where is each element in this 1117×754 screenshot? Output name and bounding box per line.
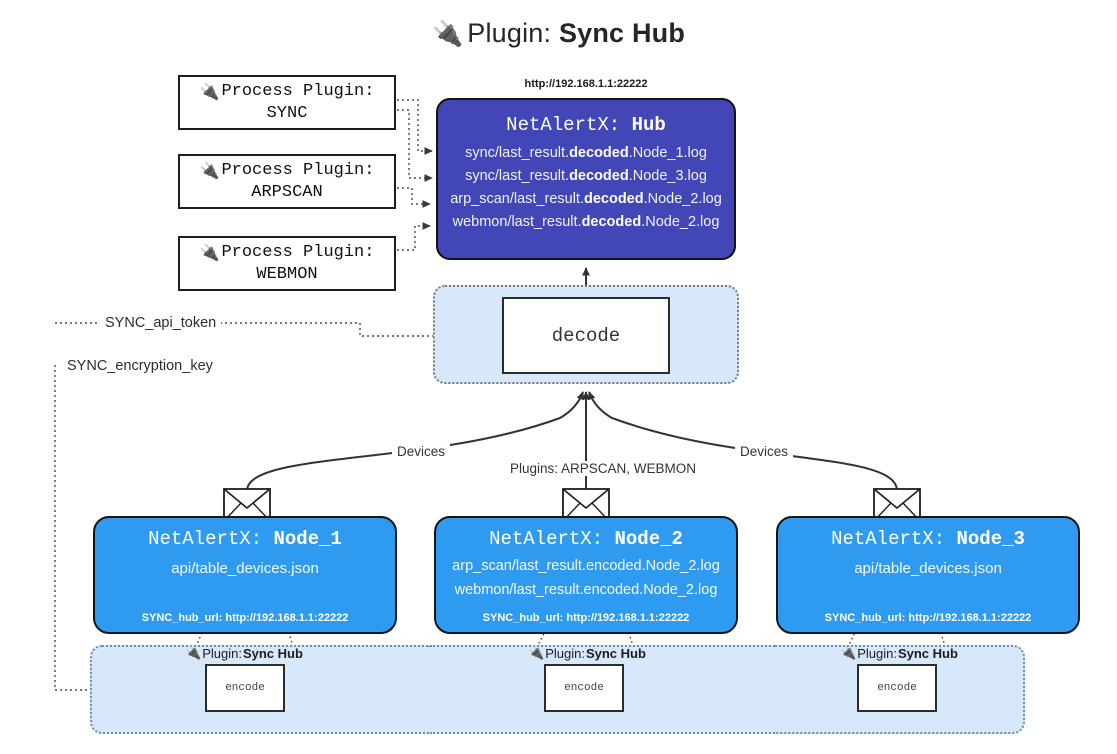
plug-icon: 🔌 [840,645,857,660]
plug-icon: 🔌 [431,20,464,48]
node-resource-line: api/table_devices.json [171,560,319,577]
encode-box-node-1[interactable]: encode [205,664,285,712]
process-plugin-label: Process Plugin: [221,161,375,181]
encode-box-node-2[interactable]: encode [544,664,624,712]
node-resource-line: api/table_devices.json [854,560,1002,577]
plugin-band-prefix: Plugin: [202,645,242,661]
hub-log-pre: sync/last_result. [465,145,570,161]
plugin-band-name: Sync Hub [242,645,303,661]
node-title-prefix: NetAlertX: [148,528,274,550]
process-plugin-label: Process Plugin: [221,243,375,263]
hub-log-post: .Node_1.log [628,145,707,161]
plugin-band-label-1: 🔌Plugin: Sync Hub [185,645,303,661]
hub-log-line: sync/last_result.decoded.Node_3.log [438,168,734,184]
node-box-node-3[interactable]: NetAlertX: Node_3 api/table_devices.json… [776,516,1080,634]
node-hub-url: SYNC_hub_url: http://192.168.1.1:22222 [824,612,1032,624]
edge-label-devices-left: Devices [392,444,451,459]
hub-log-bold: decoded [569,168,629,184]
plugin-band-prefix: Plugin: [857,645,897,661]
node-title: NetAlertX: Node_1 [95,528,395,550]
process-plugin-arpscan[interactable]: 🔌Process Plugin: ARPSCAN [178,154,396,209]
encode-box-node-3[interactable]: encode [857,664,937,712]
hub-log-line: sync/last_result.decoded.Node_1.log [438,145,734,161]
node-box-node-1[interactable]: NetAlertX: Node_1 api/table_devices.json… [93,516,397,634]
node-title-name: Node_3 [956,528,1025,550]
hub-log-line: arp_scan/last_result.decoded.Node_2.log [438,191,734,207]
node-hub-url: SYNC_hub_url: http://192.168.1.1:22222 [141,612,349,624]
edge-label-plugins-mid: Plugins: ARPSCAN, WEBMON [505,461,702,476]
process-plugin-name: WEBMON [256,264,318,284]
sync-api-token-label: SYNC_api_token [100,315,222,331]
hub-log-bold: decoded [583,191,644,207]
hub-log-post: .Node_2.log [643,191,722,207]
node-resource-line: arp_scan/last_result.encoded.Node_2.log [452,558,720,574]
edge-label-devices-right: Devices [735,444,794,459]
plugin-band-label-3: 🔌Plugin: Sync Hub [840,645,958,661]
plug-icon: 🔌 [199,242,220,262]
process-plugin-name: SYNC [266,103,308,123]
page-title-name: Sync Hub [558,18,686,48]
node-hub-url: SYNC_hub_url: http://192.168.1.1:22222 [482,612,690,624]
node-title-prefix: NetAlertX: [831,528,957,550]
node-title-name: Node_2 [614,528,683,550]
decode-box[interactable]: decode [502,297,670,374]
hub-log-line: webmon/last_result.decoded.Node_2.log [438,214,734,230]
hub-log-bold: decoded [581,214,642,230]
plug-icon: 🔌 [528,645,545,660]
process-plugin-sync[interactable]: 🔌Process Plugin: SYNC [178,75,396,130]
hub-log-post: .Node_2.log [641,214,720,230]
hub-log-pre: arp_scan/last_result. [450,191,584,207]
page-title-prefix: Plugin: [467,18,559,48]
plugin-band-prefix: Plugin: [545,645,585,661]
hub-title-name: Hub [631,114,666,136]
node-title-name: Node_1 [273,528,342,550]
process-plugin-label: Process Plugin: [221,82,375,102]
hub-log-pre: webmon/last_result. [452,214,582,230]
sync-encryption-key-label: SYNC_encryption_key [62,358,218,374]
node-title: NetAlertX: Node_2 [436,528,736,550]
hub-log-pre: sync/last_result. [465,168,570,184]
hub-log-bold: decoded [569,145,629,161]
node-box-node-2[interactable]: NetAlertX: Node_2 arp_scan/last_result.e… [434,516,738,634]
hub-url: http://192.168.1.1:22222 [524,78,648,90]
process-plugin-name: ARPSCAN [251,182,323,202]
hub-box[interactable]: NetAlertX: Hub sync/last_result.decoded.… [436,98,736,260]
plug-icon: 🔌 [185,645,202,660]
plug-icon: 🔌 [199,160,220,180]
node-resource-line: webmon/last_result.encoded.Node_2.log [454,582,718,598]
node-title: NetAlertX: Node_3 [778,528,1078,550]
node-title-prefix: NetAlertX: [489,528,615,550]
hub-title: NetAlertX: Hub [438,114,734,136]
hub-title-prefix: NetAlertX: [506,114,632,136]
hub-log-post: .Node_3.log [628,168,707,184]
plugin-band-name: Sync Hub [585,645,646,661]
process-plugin-webmon[interactable]: 🔌Process Plugin: WEBMON [178,236,396,291]
plugin-band-name: Sync Hub [897,645,958,661]
plugin-band-label-2: 🔌Plugin: Sync Hub [528,645,646,661]
plug-icon: 🔌 [199,81,220,101]
page-title: 🔌Plugin: Sync Hub [0,18,1117,49]
